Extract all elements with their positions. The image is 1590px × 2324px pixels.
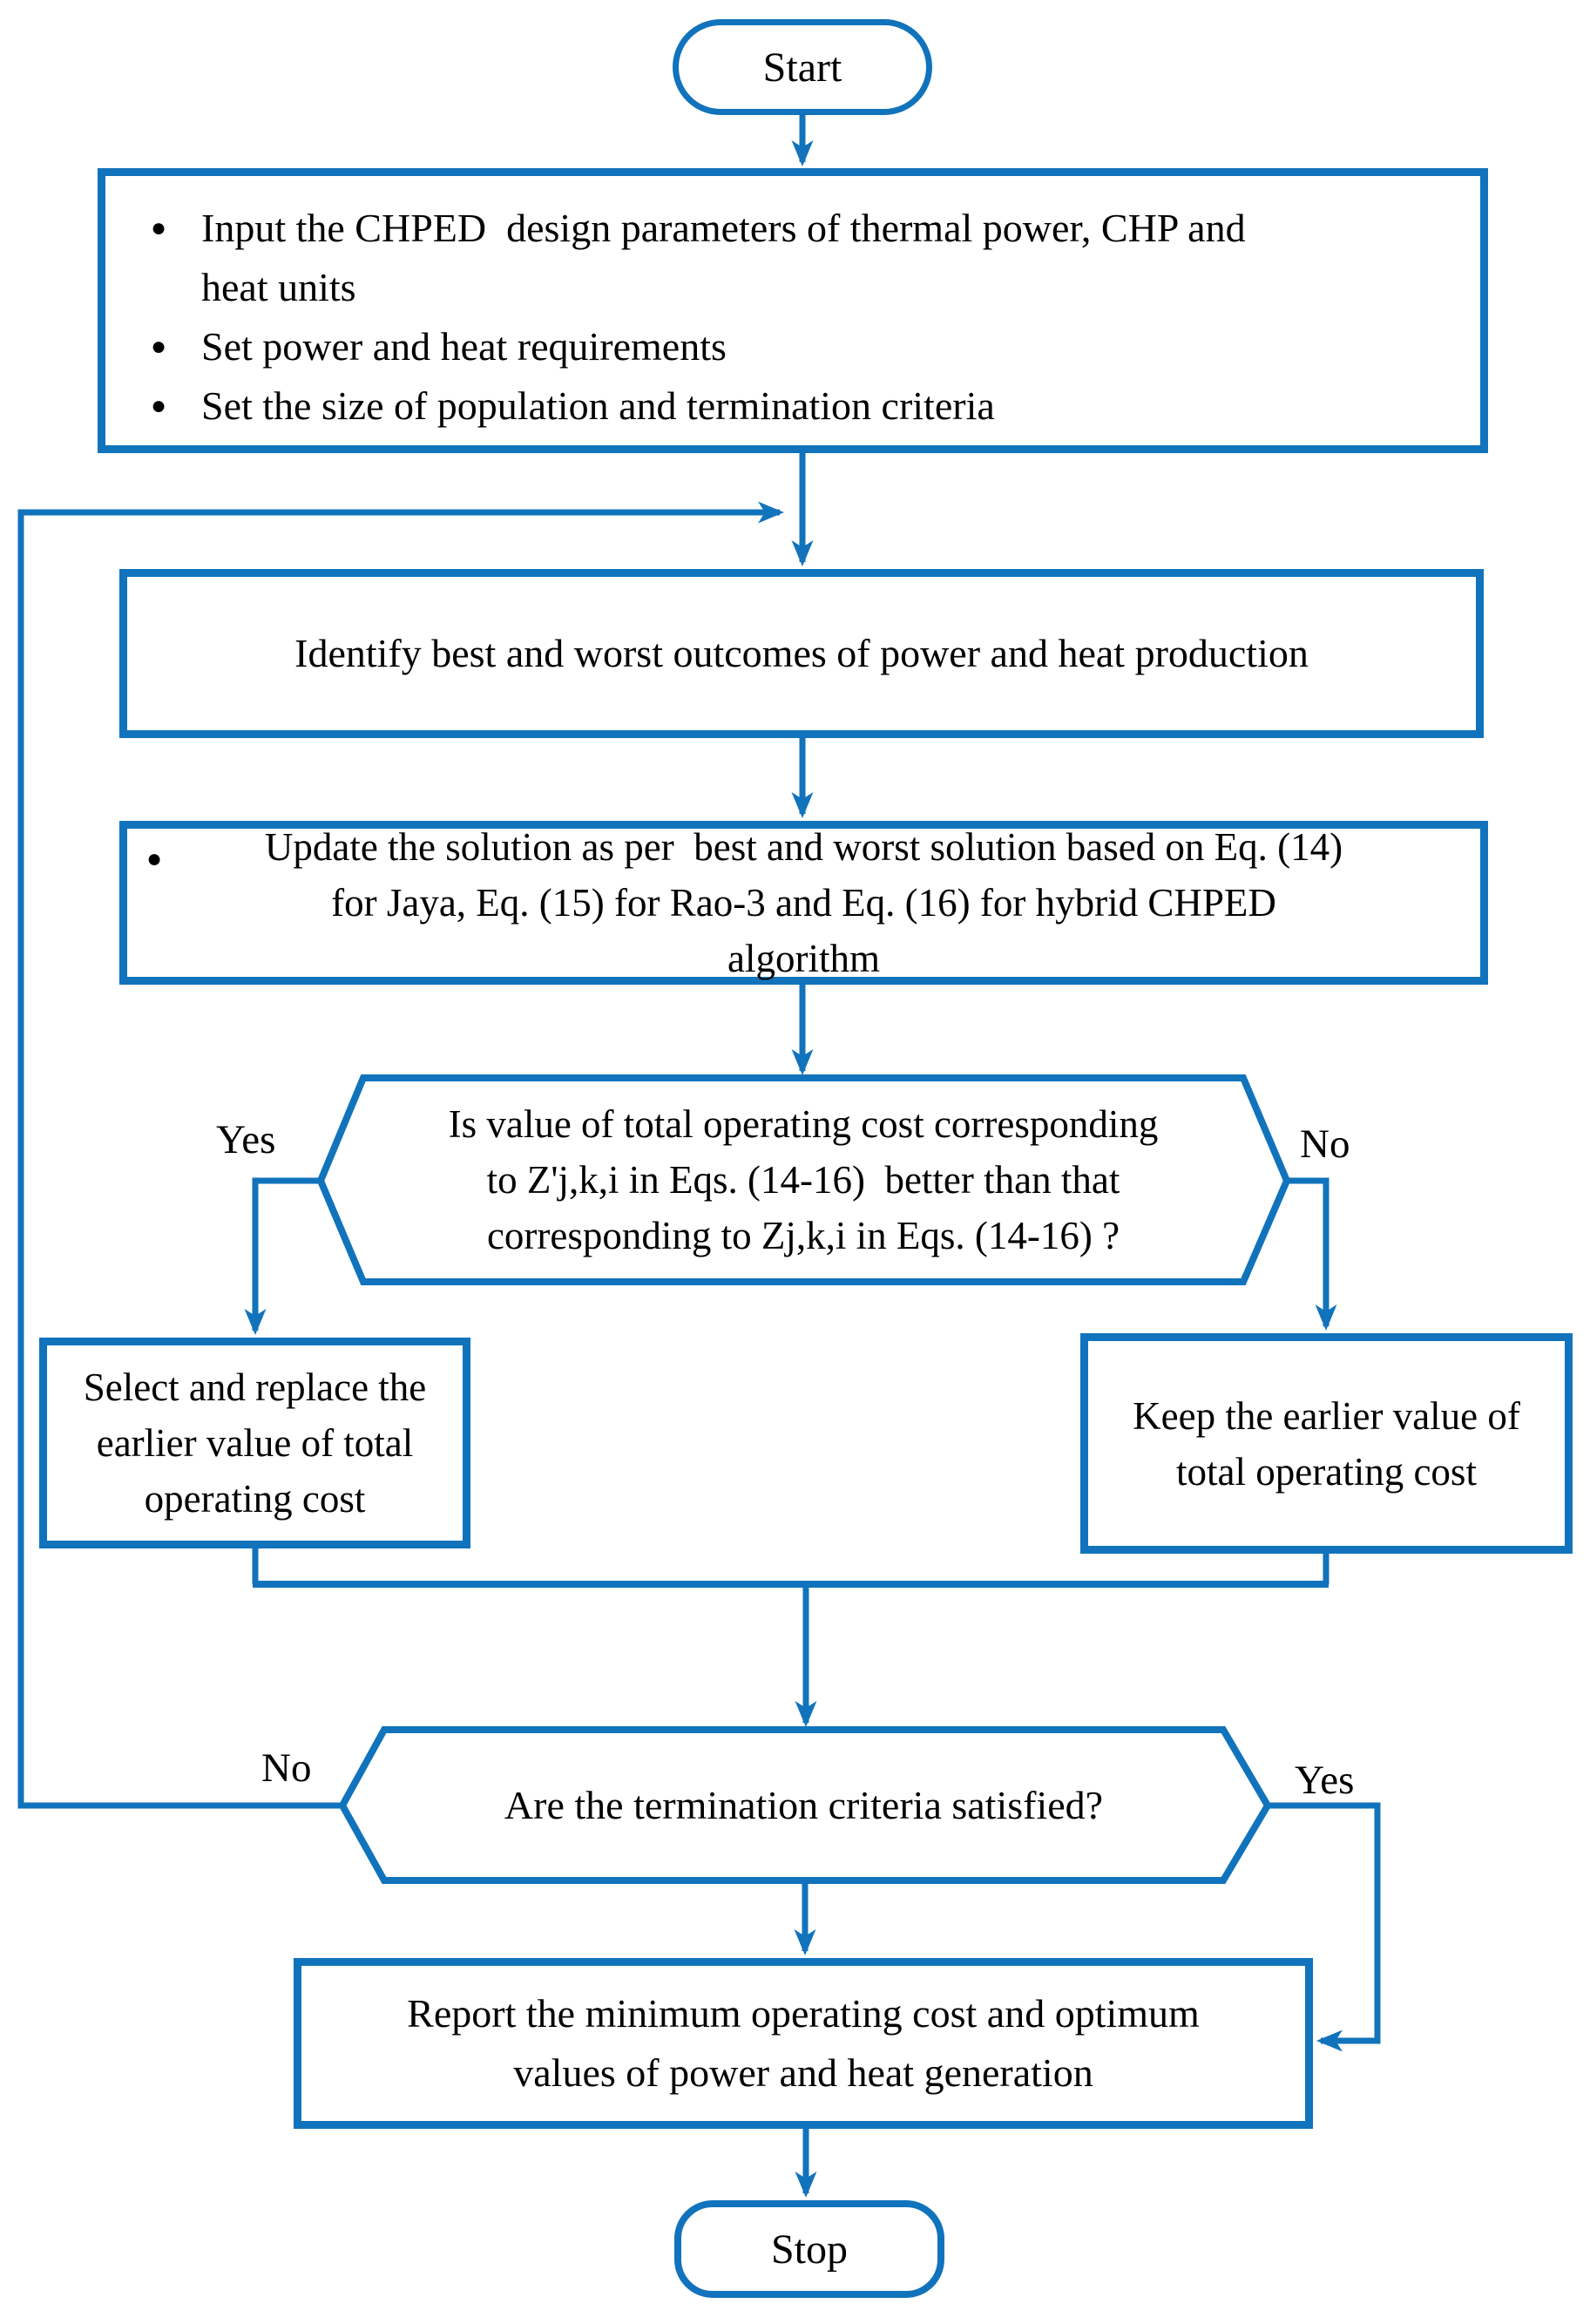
decision1-no-label: No <box>1300 1121 1350 1167</box>
start-node: Start <box>673 19 932 115</box>
select-replace-box: Select and replace the earlier value of … <box>39 1338 470 1548</box>
decision2-yes-label: Yes <box>1295 1758 1355 1803</box>
decision1-hexagon <box>316 1074 1291 1285</box>
list-item: ● Input the CHPED design parameters of t… <box>144 199 1246 317</box>
keep-line-1: Keep the earlier value of <box>1133 1393 1520 1438</box>
init-item-2-line-1: Set power and heat requirements <box>201 324 727 369</box>
decision1-text: Is value of total operating cost corresp… <box>363 1083 1243 1277</box>
bullet-icon: ● <box>151 391 167 420</box>
bullet-icon: ● <box>151 332 167 361</box>
list-item: ● Set the size of population and termina… <box>144 376 995 436</box>
init-item-1-line-1: Input the CHPED design parameters of the… <box>201 206 1246 250</box>
report-line-2: values of power and heat generation <box>513 2050 1093 2095</box>
edge-decision2-yes <box>1268 1802 1381 2052</box>
decision2-label: Are the termination criteria satisfied? <box>504 1782 1104 1827</box>
keep-line-2: total operating cost <box>1176 1449 1477 1494</box>
decision1-line-2: to Z'j,k,i in Eqs. (14-16) better than t… <box>486 1158 1120 1202</box>
select-line-1: Select and replace the <box>83 1365 427 1409</box>
select-line-2: earlier value of total <box>96 1421 414 1465</box>
start-label: Start <box>762 44 842 91</box>
bullet-icon: ● <box>146 844 163 873</box>
update-box: ● Update the solution as per best and wo… <box>119 821 1488 985</box>
init-item-3-line-1: Set the size of population and terminati… <box>201 383 995 428</box>
decision1-line-1: Is value of total operating cost corresp… <box>448 1102 1159 1146</box>
decision1-yes-label: Yes <box>216 1117 276 1162</box>
identify-label: Identify best and worst outcomes of powe… <box>294 631 1309 675</box>
edge-decision1-no <box>1287 1177 1337 1331</box>
select-line-3: operating cost <box>144 1477 366 1521</box>
keep-box: Keep the earlier value of total operatin… <box>1080 1333 1573 1554</box>
report-box: Report the minimum operating cost and op… <box>294 1958 1313 2129</box>
decision1-line-3: corresponding to Zj,k,i in Eqs. (14-16) … <box>486 1214 1120 1257</box>
bullet-icon: ● <box>151 213 167 242</box>
update-line-1: Update the solution as per best and wors… <box>264 825 1343 869</box>
decision2-text: Are the termination criteria satisfied? <box>384 1730 1223 1880</box>
list-item: ● Set power and heat requirements <box>144 317 727 376</box>
decision2-hexagon <box>338 1726 1272 1884</box>
edge-decision1-yes <box>244 1177 321 1335</box>
init-box: ● Input the CHPED design parameters of t… <box>98 168 1488 453</box>
init-bullet-list: ● Input the CHPED design parameters of t… <box>105 176 1480 436</box>
edge-decision2-no-loop <box>17 501 784 1809</box>
stop-label: Stop <box>770 2226 849 2273</box>
update-line-2: for Jaya, Eq. (15) for Rao-3 and Eq. (16… <box>331 881 1276 925</box>
report-line-1: Report the minimum operating cost and op… <box>407 1991 1200 2036</box>
stop-node: Stop <box>674 2200 944 2298</box>
identify-box: Identify best and worst outcomes of powe… <box>119 569 1484 738</box>
decision2-no-label: No <box>261 1745 312 1791</box>
update-line-3: algorithm <box>727 937 880 980</box>
init-item-1-line-2: heat units <box>201 265 356 309</box>
